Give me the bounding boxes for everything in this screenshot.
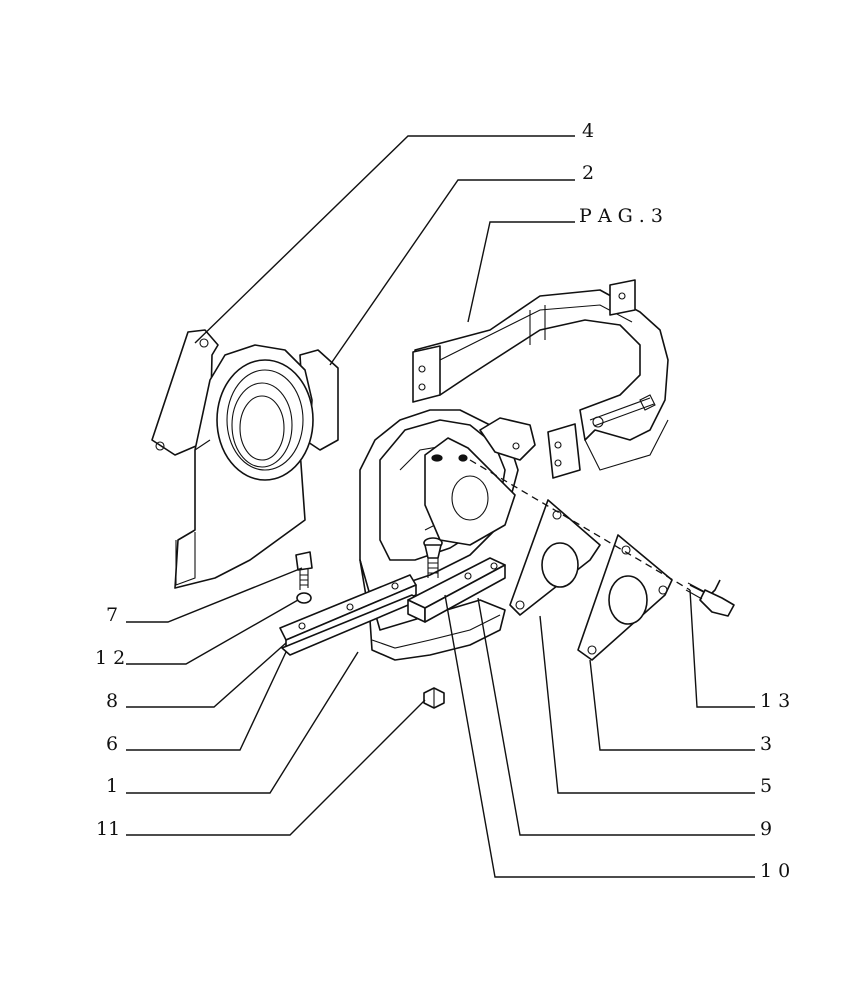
flange-plate-3 [577, 534, 673, 661]
callout-13: 1 3 [760, 690, 790, 712]
callout-8: 8 [106, 690, 118, 712]
callout-5: 5 [760, 775, 772, 797]
leader-12 [126, 599, 299, 665]
callout-7: 7 [106, 604, 118, 626]
callout-6: 6 [106, 733, 118, 755]
leader-8 [126, 642, 287, 708]
screw-10 [423, 537, 443, 578]
frame-reference-drawing [412, 279, 669, 479]
assembly-axis-line [469, 459, 691, 591]
leader-2 [329, 179, 575, 366]
callout-pag3: P A G . 3 [579, 205, 663, 227]
leader-6 [126, 651, 287, 751]
leader-9 [477, 597, 755, 836]
leader-13 [689, 589, 755, 708]
flange-plate-5 [509, 499, 601, 616]
callout-labels: 4 2 P A G . 3 7 1 2 8 6 1 11 1 3 3 5 9 1… [95, 120, 790, 882]
leader-1 [126, 651, 359, 794]
leader-5 [539, 615, 755, 794]
leader-pag3 [467, 221, 575, 323]
nut-11 [423, 687, 445, 709]
leader-11 [126, 699, 426, 836]
callout-3: 3 [760, 733, 772, 755]
leader-3 [589, 659, 755, 751]
support-bracket [359, 409, 536, 661]
clamp-bar-9 [407, 557, 506, 623]
callout-9: 9 [760, 818, 772, 840]
leader-7 [126, 567, 303, 623]
callout-11: 11 [96, 818, 120, 840]
callout-1: 1 [106, 775, 118, 797]
washer-12 [296, 592, 312, 604]
bolt-13 [685, 579, 735, 617]
callout-10: 1 0 [760, 860, 790, 882]
callout-4: 4 [582, 120, 594, 142]
bearing-housing [151, 329, 339, 589]
callout-2: 2 [582, 162, 594, 184]
leader-lines [126, 135, 755, 878]
leader-4 [194, 135, 575, 344]
leader-10 [444, 594, 755, 878]
bolt-7 [295, 551, 313, 590]
callout-12: 1 2 [95, 647, 125, 669]
